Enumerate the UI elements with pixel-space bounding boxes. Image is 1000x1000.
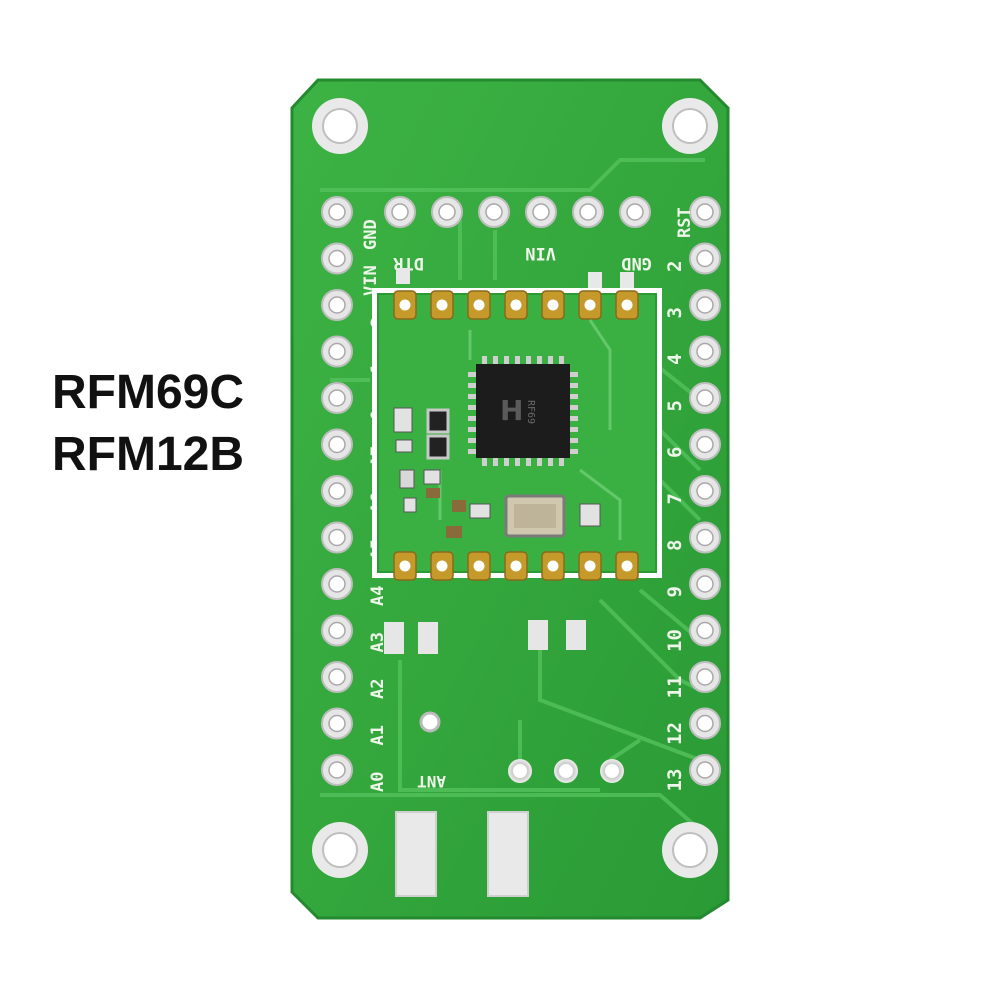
header-pad-right-1 [689, 196, 721, 228]
header-pads-left [321, 196, 353, 786]
module-pad-top-1 [393, 290, 417, 320]
header-pad-right-5 [689, 382, 721, 414]
module-pad-top-3 [467, 290, 491, 320]
module-pad-top-4 [504, 290, 528, 320]
header-pad-left-10 [321, 614, 353, 647]
mounting-hole-bottom-left [312, 822, 368, 878]
antenna-pads [395, 811, 529, 897]
header-pad-right-7 [689, 475, 721, 507]
mounting-hole-top-left [312, 98, 368, 154]
silk-right-label-8: 8 [664, 540, 686, 551]
chip-pins [468, 356, 578, 466]
silk-right-label-11: 11 [664, 676, 686, 699]
module-pads-bottom [393, 551, 639, 581]
header-pad-left-1 [321, 196, 353, 228]
module-pad-bottom-7 [615, 551, 639, 581]
rf-module: H RF69 [372, 288, 662, 581]
via-hole [419, 711, 441, 733]
header-pad-right-10 [689, 614, 721, 647]
silkscreen-top-labels: DTR VIN GND GND RST VIN [361, 207, 695, 296]
product-caption: RFM69C RFM12B [52, 362, 244, 486]
header-pad-left-3 [321, 289, 353, 321]
header-pad-right-6 [689, 428, 721, 461]
header-pads-top [384, 196, 651, 228]
label-gnd-top: GND [621, 253, 652, 273]
silk-left-label-a1: A1 [368, 725, 388, 745]
passive-components [393, 407, 601, 538]
silk-left-label-a3: A3 [368, 632, 388, 652]
label-ant: ANT [417, 772, 446, 791]
header-pad-top-1 [384, 196, 416, 228]
header-pad-left-7 [321, 475, 353, 507]
header-pad-left-11 [321, 661, 353, 693]
mounting-hole-bottom-right [662, 822, 718, 878]
chip-logo-icon: H [500, 394, 523, 427]
silk-left-label-a0: A0 [368, 772, 388, 792]
header-pad-left-9 [321, 568, 353, 600]
module-pad-bottom-3 [467, 551, 491, 581]
header-pad-top-2 [431, 196, 463, 228]
header-pad-left-6 [321, 428, 353, 461]
header-pad-right-4 [689, 335, 721, 368]
header-pad-left-8 [321, 521, 353, 554]
header-pad-right-8 [689, 521, 721, 554]
module-pad-top-6 [578, 290, 602, 320]
module-pad-bottom-6 [578, 551, 602, 581]
header-pads-right [689, 196, 721, 786]
mounting-holes [312, 98, 718, 878]
header-pad-left-13 [321, 754, 353, 786]
silk-right-label-6: 6 [664, 447, 686, 458]
module-pad-bottom-5 [541, 551, 565, 581]
silk-right-label-3: 3 [664, 307, 686, 318]
caption-rfm69c: RFM69C [52, 366, 245, 419]
label-vin-top: VIN [525, 243, 556, 263]
silkscreen-right-labels: 2 3 4 5 6 7 8 9 10 11 12 13 [664, 261, 686, 792]
module-pad-bottom-4 [504, 551, 528, 581]
silk-right-label-9: 9 [664, 586, 686, 597]
rf-transceiver-chip: H RF69 [468, 356, 578, 466]
header-pad-right-9 [689, 568, 721, 600]
crystal-oscillator [504, 494, 566, 538]
lower-test-pads [384, 620, 586, 654]
header-pad-left-4 [321, 335, 353, 368]
header-pad-right-13 [689, 754, 721, 786]
header-pad-left-2 [321, 242, 353, 275]
label-rst: RST [675, 207, 695, 238]
silk-right-label-12: 12 [664, 722, 686, 745]
silk-right-label-5: 5 [664, 400, 686, 411]
silk-left-label-a4: A4 [368, 586, 388, 606]
label-gnd-left: GND [361, 219, 381, 250]
header-pad-left-5 [321, 382, 353, 414]
header-pad-right-12 [689, 707, 721, 740]
header-pad-top-5 [572, 196, 604, 228]
header-pad-right-2 [689, 242, 721, 275]
silk-right-label-10: 10 [664, 629, 686, 652]
module-pad-top-7 [615, 290, 639, 320]
module-pads-top [393, 290, 639, 320]
module-pad-top-2 [430, 290, 454, 320]
module-pad-bottom-1 [393, 551, 417, 581]
silk-right-label-4: 4 [664, 354, 686, 365]
silk-right-label-13: 13 [664, 769, 686, 792]
mounting-hole-top-right [662, 98, 718, 154]
header-pad-top-6 [619, 196, 651, 228]
header-pad-right-3 [689, 289, 721, 321]
chip-marking: RF69 [525, 400, 536, 424]
header-pad-top-4 [525, 196, 557, 228]
silk-left-label-a2: A2 [368, 679, 388, 699]
silk-right-label-7: 7 [664, 493, 686, 504]
module-pad-top-5 [541, 290, 565, 320]
module-pad-bottom-2 [430, 551, 454, 581]
silk-right-label-2: 2 [664, 261, 686, 272]
header-pad-left-12 [321, 707, 353, 740]
header-pad-top-3 [478, 196, 510, 228]
three-pin-header [508, 759, 624, 783]
header-pad-right-11 [689, 661, 721, 693]
caption-rfm12b: RFM12B [52, 428, 245, 481]
